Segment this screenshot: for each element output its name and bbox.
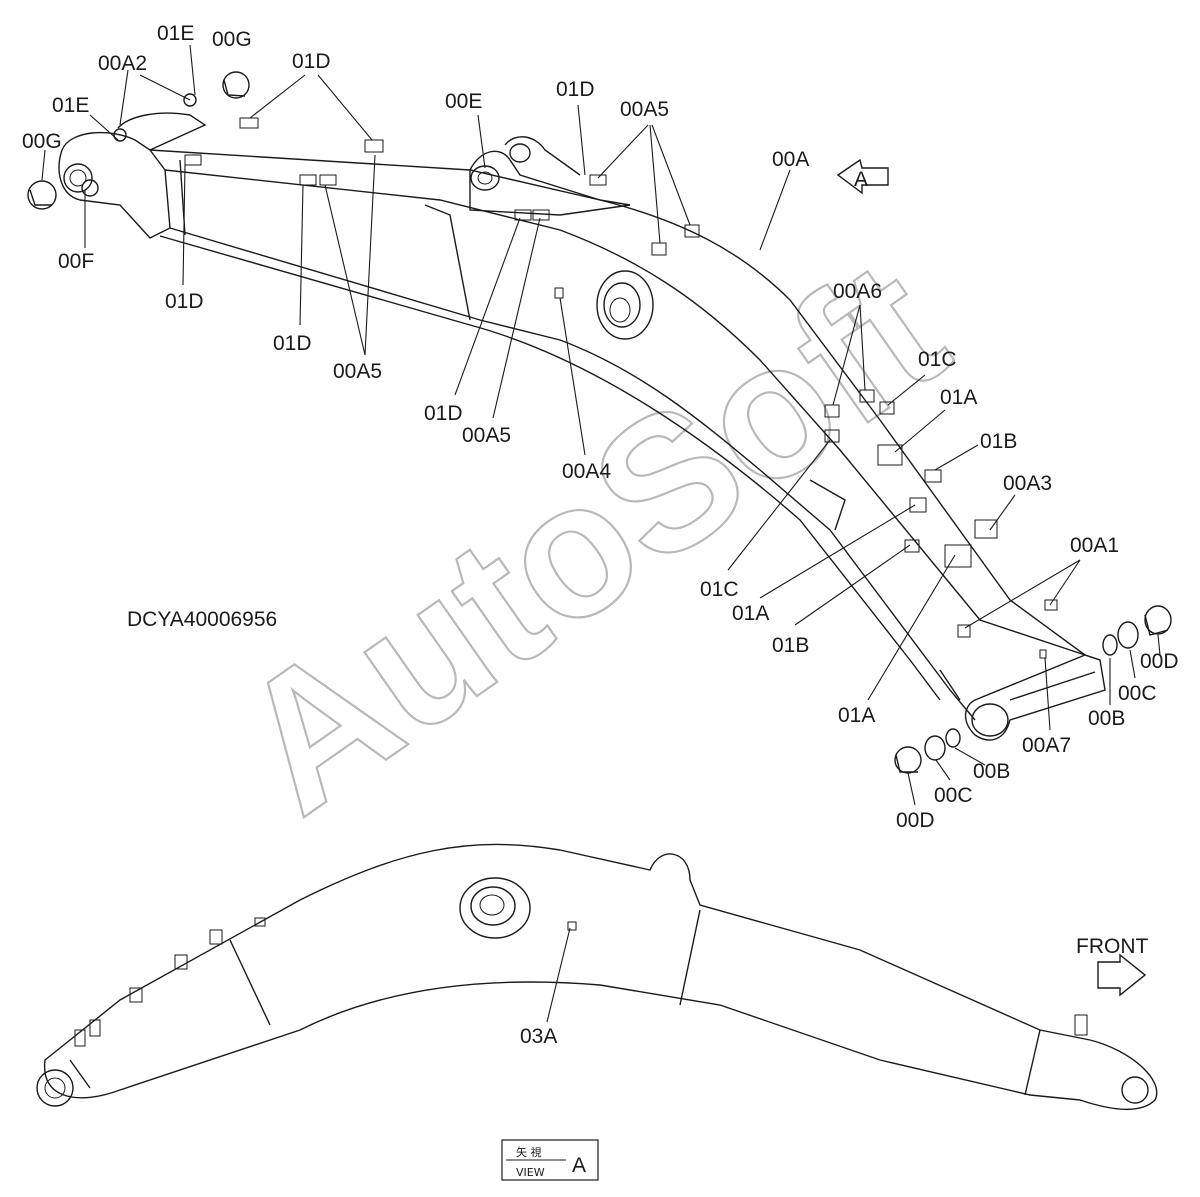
label-00A5-a: 00A5 bbox=[333, 360, 382, 383]
view-arrow-letter: A bbox=[854, 168, 868, 191]
label-00G-left: 00G bbox=[22, 130, 62, 153]
lower-boom-drawing bbox=[36, 843, 1158, 1111]
label-00A2: 00A2 bbox=[98, 52, 147, 75]
leader-lines bbox=[41, 44, 1161, 1023]
label-01E-left: 01E bbox=[52, 94, 89, 117]
label-00A7: 00A7 bbox=[1022, 734, 1071, 757]
label-01C-top: 01C bbox=[918, 348, 957, 371]
drawing-id: DCYA40006956 bbox=[127, 608, 277, 631]
label-01B-top: 01B bbox=[980, 430, 1017, 453]
label-01D-c: 01D bbox=[424, 402, 463, 425]
label-00A1: 00A1 bbox=[1070, 534, 1119, 557]
label-01B-low: 01B bbox=[772, 634, 809, 657]
view-a-arrow: A bbox=[836, 158, 889, 195]
label-01D-a: 01D bbox=[165, 290, 204, 313]
label-01C-low: 01C bbox=[700, 578, 739, 601]
label-00F: 00F bbox=[58, 250, 94, 273]
label-00A4: 00A4 bbox=[562, 460, 611, 483]
front-arrow: FRONT bbox=[1076, 935, 1148, 997]
label-01A-mid: 01A bbox=[732, 602, 769, 625]
label-00C-right: 00C bbox=[1118, 682, 1157, 705]
label-00D-low: 00D bbox=[896, 809, 935, 832]
part-labels: 01E 00G 00A2 01D 01E 00G 00F 01D 01D 00A… bbox=[22, 22, 1179, 1048]
label-00A5-top: 00A5 bbox=[620, 98, 669, 121]
label-01D-mid: 01D bbox=[556, 78, 595, 101]
label-03A: 03A bbox=[520, 1025, 557, 1048]
view-box: 矢 視 VIEW A bbox=[501, 1139, 599, 1181]
label-00A6: 00A6 bbox=[833, 280, 882, 303]
view-word: VIEW bbox=[516, 1166, 545, 1179]
watermark: AutoSoft bbox=[202, 220, 981, 854]
upper-boom-drawing bbox=[27, 71, 1172, 774]
label-01D-b: 01D bbox=[273, 332, 312, 355]
view-letter: A bbox=[572, 1154, 586, 1177]
label-01A-low: 01A bbox=[838, 704, 875, 727]
label-01A-top: 01A bbox=[940, 386, 977, 409]
label-00A3: 00A3 bbox=[1003, 472, 1052, 495]
label-01D-top: 01D bbox=[292, 50, 331, 73]
view-kanji: 矢 視 bbox=[516, 1145, 542, 1159]
front-label: FRONT bbox=[1076, 935, 1148, 958]
label-00B-low: 00B bbox=[973, 760, 1010, 783]
label-00A5-b: 00A5 bbox=[462, 424, 511, 447]
label-00G-top: 00G bbox=[212, 28, 252, 51]
label-00D-right: 00D bbox=[1140, 650, 1179, 673]
label-00E: 00E bbox=[445, 90, 482, 113]
label-00B-right: 00B bbox=[1088, 707, 1125, 730]
label-01E-top: 01E bbox=[157, 22, 194, 45]
label-00A: 00A bbox=[772, 148, 809, 171]
label-00C-low: 00C bbox=[934, 784, 973, 807]
